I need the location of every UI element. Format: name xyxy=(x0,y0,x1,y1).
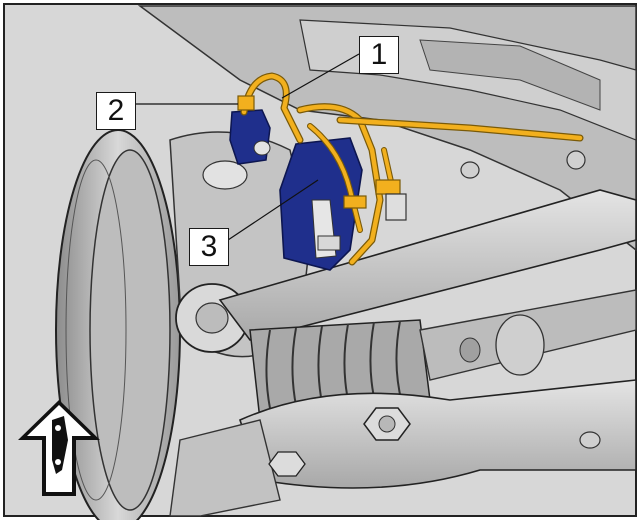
lower-control-arm xyxy=(239,379,637,489)
mount-bolt xyxy=(268,451,306,477)
shaft-clamp xyxy=(459,337,481,363)
leader-line-1 xyxy=(281,53,360,99)
upper-bolt xyxy=(566,150,586,170)
arm-bushing xyxy=(579,431,601,449)
brake-line xyxy=(240,72,584,266)
rotor-face xyxy=(89,149,171,511)
leader-line-3 xyxy=(227,179,319,241)
front-of-vehicle-arrow-icon xyxy=(18,400,100,496)
upper-bracket xyxy=(419,39,601,111)
lower-arm-mount xyxy=(169,419,281,517)
body-bolt xyxy=(460,161,480,179)
callout-label-2: 2 xyxy=(96,92,136,130)
knuckle-boss xyxy=(202,160,248,190)
brake-hose-bracket xyxy=(229,109,271,165)
brake-line-fittings xyxy=(237,95,407,221)
tie-rod-end-boss xyxy=(195,302,229,334)
shaft-joint xyxy=(495,314,545,376)
rotor-edge xyxy=(65,159,127,501)
lower-ball-joint-nut xyxy=(363,407,411,441)
callout-label-1: 1 xyxy=(359,36,399,74)
callout-label-3: 3 xyxy=(189,228,229,266)
upper-control-arm xyxy=(218,189,637,341)
